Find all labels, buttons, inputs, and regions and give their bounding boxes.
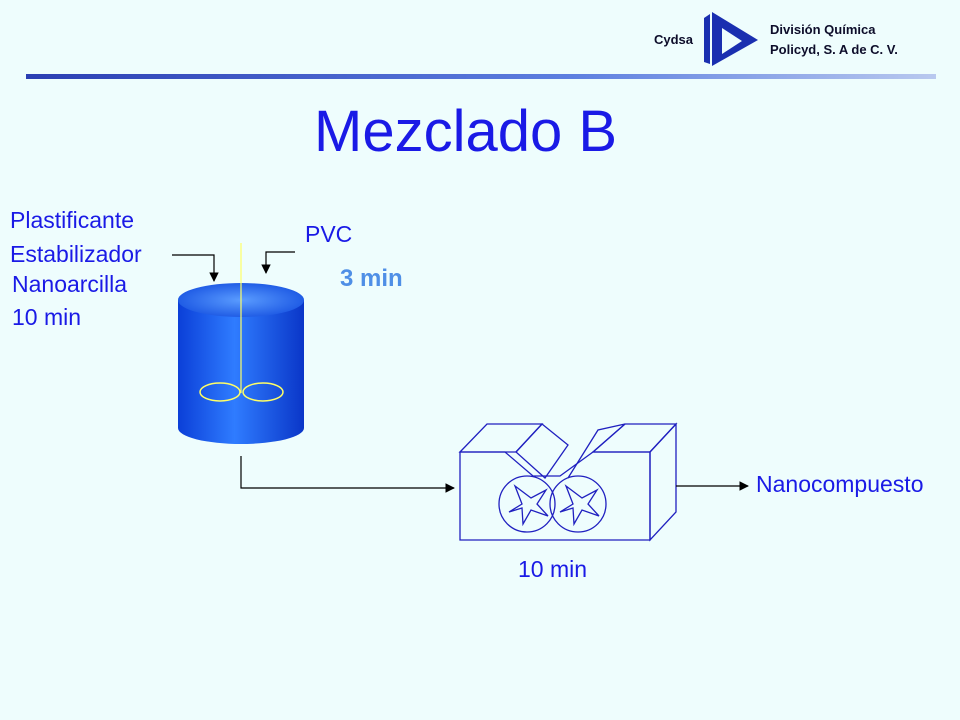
feed-arrow-additives (172, 254, 219, 282)
cydsa-logo-icon (704, 12, 758, 66)
input-label-estabilizador: Estabilizador (10, 241, 142, 267)
pvc-time-label: 3 min (340, 265, 403, 292)
pvc-label: PVC (305, 221, 353, 247)
transfer-arrow (240, 456, 455, 493)
impeller-blade-left (199, 382, 241, 402)
division-line-1: División Química (770, 22, 876, 37)
company-name: Cydsa (654, 32, 694, 47)
input-time-label: 10 min (12, 304, 82, 330)
input-label-nanoarcilla: Nanoarcilla (12, 271, 128, 297)
twin-rotor-mixer (458, 422, 678, 542)
impeller-blade-right (242, 382, 284, 402)
input-label-plastificante: Plastificante (10, 207, 135, 233)
mixing-tank (178, 243, 304, 444)
feed-arrow-pvc (261, 251, 295, 274)
mixer-time-label: 10 min (518, 556, 588, 582)
division-line-2: Policyd, S. A de C. V. (770, 42, 898, 57)
page-title: Mezclado B (314, 99, 618, 164)
output-label: Nanocompuesto (756, 471, 924, 497)
header-rule (26, 74, 936, 79)
